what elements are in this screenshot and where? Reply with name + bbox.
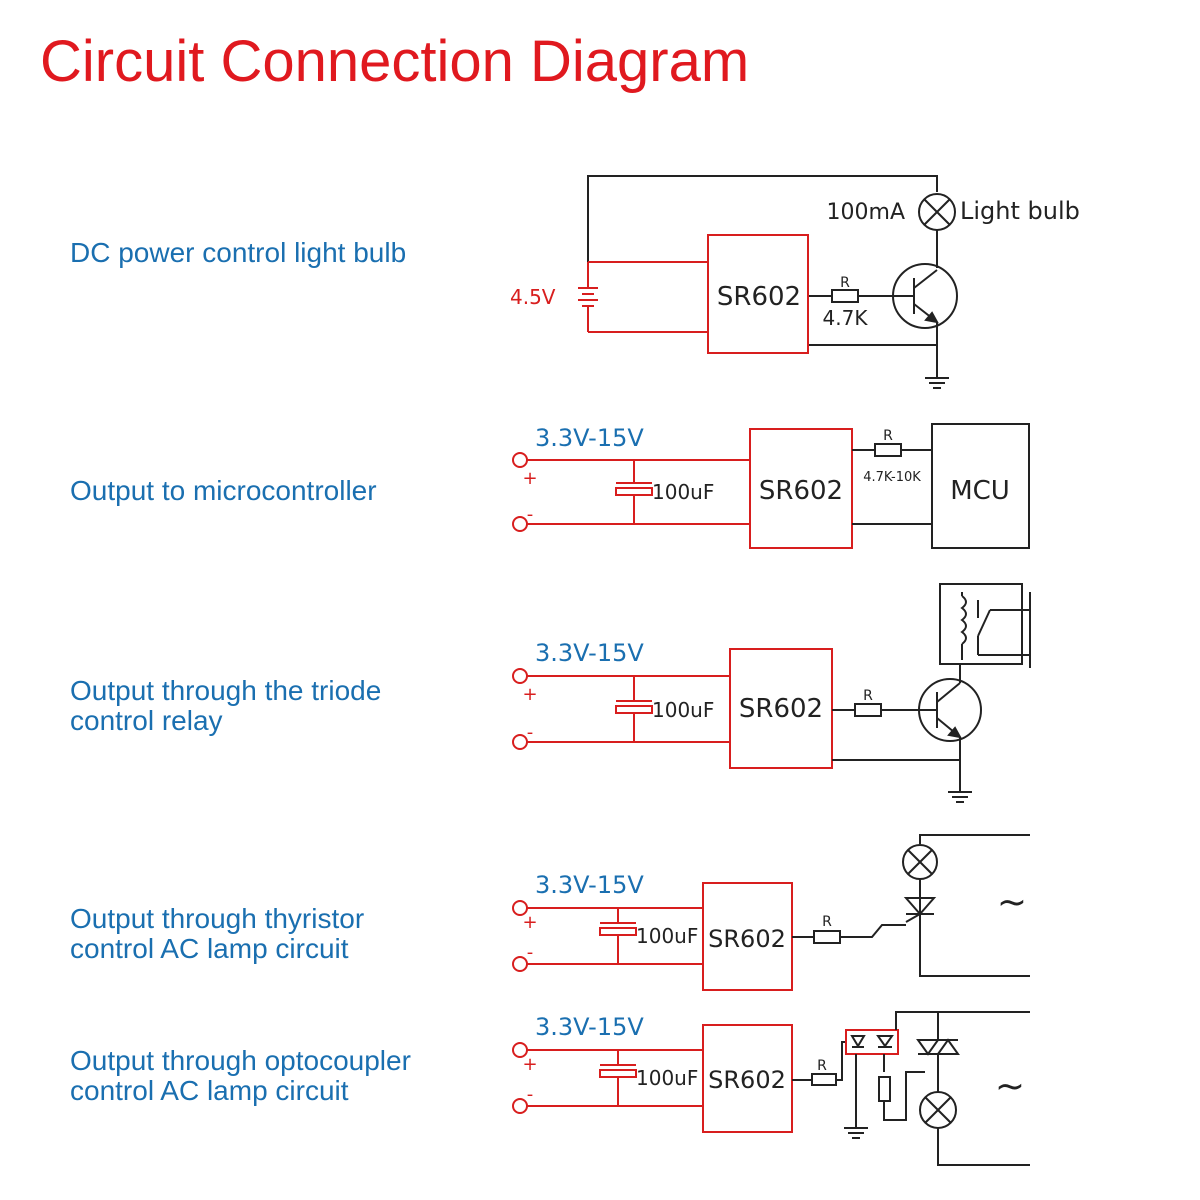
supply-voltage: 3.3V-15V	[535, 871, 644, 899]
capacitor-label: 100uF	[636, 924, 698, 948]
circuit-2-label: Output to microcontroller	[70, 476, 377, 506]
resistor-icon	[813, 930, 841, 944]
plus-terminal-icon	[512, 668, 528, 684]
sr602-module	[729, 648, 833, 769]
module-label: SR602	[708, 925, 786, 953]
circuit-3-label-line-2: control relay	[70, 705, 223, 736]
minus-sign: -	[527, 942, 534, 963]
circuit-4	[512, 834, 1030, 991]
supply-voltage: 3.3V-15V	[535, 1013, 644, 1041]
transistor-icon	[918, 678, 982, 742]
capacitor-icon	[615, 700, 653, 714]
circuit-4-label-line-2: control AC lamp circuit	[70, 933, 349, 964]
lamp-icon	[919, 1091, 957, 1129]
resistor-label: R	[817, 1058, 827, 1074]
supply-voltage: 4.5V	[510, 285, 556, 309]
current-label: 100mA	[827, 200, 905, 225]
ground-icon	[925, 377, 949, 389]
circuit-4-label: Output through thyristor control AC lamp…	[70, 904, 364, 964]
capacitor-label: 100uF	[652, 698, 714, 722]
optocoupler-icon	[845, 1029, 899, 1055]
ground-icon	[844, 1127, 868, 1139]
minus-sign: -	[527, 722, 534, 743]
sr602-module	[749, 428, 853, 549]
supply-voltage: 3.3V-15V	[535, 639, 644, 667]
thyristor-icon	[903, 879, 937, 976]
load-label: Light bulb	[960, 197, 1080, 225]
mcu-label: MCU	[950, 476, 1010, 506]
plus-sign: +	[522, 912, 537, 933]
resistor-label: R	[863, 688, 873, 704]
lamp-icon	[902, 844, 938, 880]
sr602-module	[702, 1024, 793, 1133]
plus-sign: +	[522, 1054, 537, 1075]
page-title: Circuit Connection Diagram	[40, 29, 750, 94]
mcu-box	[931, 423, 1030, 549]
ac-source-icon: ~	[995, 1066, 1025, 1107]
circuit-1	[578, 175, 958, 389]
minus-sign: -	[527, 1084, 534, 1105]
circuit-5-label-line-1: Output through optocoupler	[70, 1045, 411, 1076]
circuit-1-label-line: DC power control light bulb	[70, 237, 407, 268]
light-bulb-icon	[918, 193, 956, 231]
minus-terminal-icon	[512, 956, 528, 972]
triac-icon	[916, 1012, 960, 1092]
plus-sign: +	[522, 468, 537, 489]
capacitor-icon	[615, 482, 653, 496]
transistor-icon	[866, 263, 958, 329]
module-label: SR602	[759, 476, 843, 506]
supply-voltage: 3.3V-15V	[535, 424, 644, 452]
resistor-label: R	[840, 275, 850, 291]
minus-terminal-icon	[512, 516, 528, 532]
circuit-5-label-line-2: control AC lamp circuit	[70, 1075, 349, 1106]
circuit-3	[512, 583, 1031, 803]
gate-resistor-icon	[878, 1076, 891, 1102]
capacitor-label: 100uF	[652, 480, 714, 504]
module-label: SR602	[717, 282, 801, 312]
sr602-module	[707, 234, 809, 354]
ground-icon	[948, 791, 972, 803]
resistor-label: R	[883, 428, 893, 444]
ac-source-icon: ~	[997, 882, 1027, 923]
circuit-2-label-line: Output to microcontroller	[70, 475, 377, 506]
resistor-icon	[854, 703, 882, 717]
capacitor-icon	[599, 1064, 637, 1078]
resistor-icon	[831, 289, 859, 303]
resistor-icon	[874, 443, 902, 457]
minus-sign: -	[527, 504, 534, 525]
circuit-3-label: Output through the triode control relay	[70, 676, 381, 736]
circuit-1-label: DC power control light bulb	[70, 238, 406, 268]
minus-terminal-icon	[512, 1098, 528, 1114]
circuit-4-label-line-1: Output through thyristor	[70, 903, 365, 934]
optocoupler-diode-icon	[850, 1035, 894, 1048]
circuit-3-label-line-1: Output through the triode	[70, 675, 382, 706]
module-label: SR602	[708, 1066, 786, 1094]
module-label: SR602	[739, 694, 823, 724]
resistor-value: 4.7K	[823, 306, 869, 330]
capacitor-icon	[599, 922, 637, 936]
plus-sign: +	[522, 684, 537, 705]
capacitor-label: 100uF	[636, 1066, 698, 1090]
resistor-label: R	[822, 914, 832, 930]
resistor-value: 4.7K-10K	[863, 470, 921, 485]
circuit-5	[512, 1011, 1030, 1166]
plus-terminal-icon	[512, 452, 528, 468]
battery-icon	[578, 287, 598, 307]
resistor-icon	[811, 1073, 837, 1086]
circuit-2	[512, 423, 1030, 549]
relay-icon	[939, 583, 1031, 668]
minus-terminal-icon	[512, 734, 528, 750]
circuit-5-label: Output through optocoupler control AC la…	[70, 1046, 411, 1106]
